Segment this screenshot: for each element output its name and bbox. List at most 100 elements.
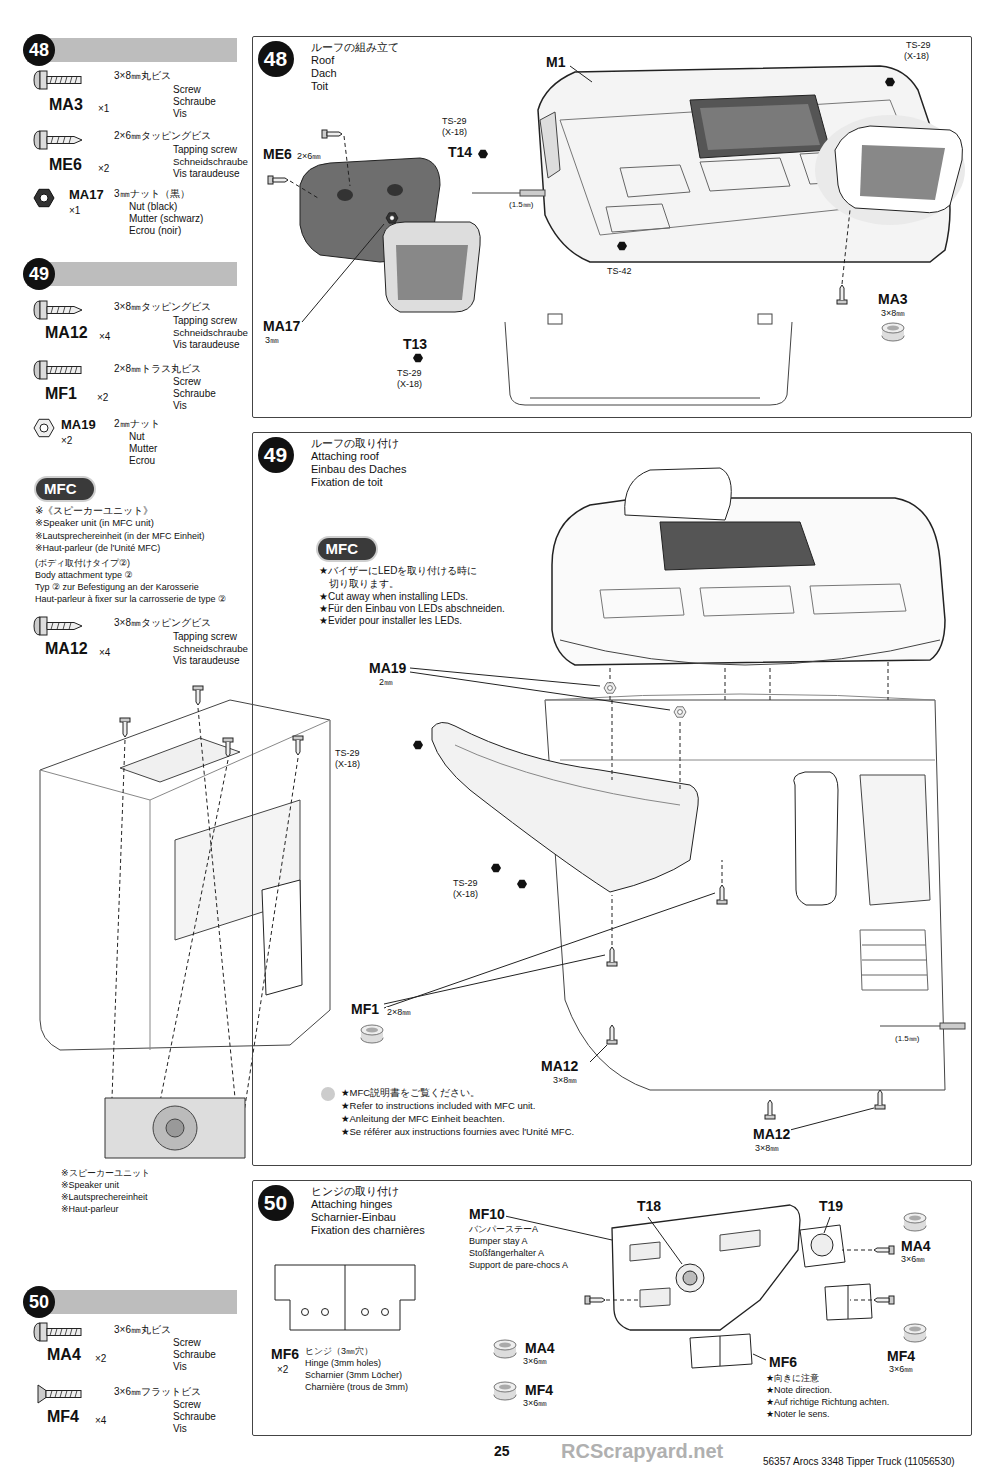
note-text: TS-29 (334, 748, 361, 758)
note-text: Nut (128, 431, 146, 443)
leader-line (570, 66, 592, 82)
leader-line (590, 1045, 874, 1130)
part-code: MF4 (46, 1408, 80, 1426)
parts-bin (882, 323, 904, 341)
parts-bin (904, 1213, 926, 1231)
roof-spoiler (835, 126, 963, 213)
note-text: Screw (172, 1399, 202, 1411)
part-code: T14 (447, 144, 473, 160)
note-text: 3×8㎜ (552, 1075, 578, 1085)
spoiler-grille (860, 145, 945, 200)
sticker-marker (413, 741, 423, 750)
badge-text: MFC (318, 538, 367, 560)
assembly-line (612, 860, 722, 945)
note-text: Screw (172, 1337, 202, 1349)
note-text: (1.5㎜) (508, 200, 534, 209)
note-text: ★Refer to instructions included with MFC… (340, 1101, 536, 1112)
sticker-marker (491, 864, 501, 873)
note-text: ★Cut away when installing LEDs. (318, 591, 469, 603)
note-text: TS-42 (606, 266, 633, 276)
drill-handle (520, 190, 545, 196)
roof-spoiler (625, 468, 732, 520)
note-text: ※Speaker unit (60, 1180, 120, 1190)
note-text: ※Lautsprechereinheit (60, 1192, 149, 1202)
note-text: TS-29 (396, 368, 423, 378)
heading-text: Fixation de toit (311, 476, 383, 489)
sticker-marker (413, 354, 423, 363)
note-text: ×1 (97, 103, 110, 115)
highlight (815, 115, 965, 225)
note-text: Screw (172, 84, 202, 96)
note-text: ×4 (98, 331, 111, 343)
leader-line (302, 224, 384, 322)
cab-outline (545, 700, 945, 1090)
note-text: ※Speaker unit (in MFC unit) (34, 518, 155, 529)
part-code: T19 (818, 1198, 844, 1214)
part-code: MA4 (524, 1340, 556, 1356)
nut-icon (34, 189, 54, 206)
screw (120, 718, 130, 737)
heading-text: ヒンジの取り付け (311, 1185, 399, 1198)
part-code: M1 (545, 54, 566, 70)
note-text: Mutter (schwarz) (128, 213, 204, 225)
note-text: 2×6㎜ (296, 151, 322, 161)
nut (604, 683, 616, 693)
parts-bin (904, 1324, 926, 1342)
part-code: T18 (636, 1198, 662, 1214)
drill-handle (940, 1023, 965, 1029)
step-number-text: 48 (258, 41, 294, 77)
visor-cover (383, 222, 480, 312)
screw (607, 1025, 617, 1044)
note-text: Tapping screw (172, 315, 238, 327)
assembly-line (290, 136, 350, 198)
screw (837, 285, 847, 304)
note-text: ★Noter le sens. (765, 1409, 831, 1419)
part-code: ME6 (48, 156, 83, 174)
part-code: MA4 (46, 1346, 82, 1364)
note-text: ×4 (98, 647, 111, 659)
heading-text: Roof (311, 54, 334, 67)
part-code: MA17 (68, 188, 105, 203)
note-text: Nut (black) (128, 201, 178, 213)
step-number-text: 50 (23, 1286, 55, 1318)
step-number: 50 (258, 1185, 294, 1221)
part-code: MA4 (900, 1238, 932, 1254)
note-text: Hinge (3mm holes) (304, 1358, 382, 1368)
note-text: 3×8㎜ (754, 1143, 780, 1153)
cab-tab (548, 314, 562, 324)
note-text: 56357 Arocs 3348 Tipper Truck (11056530) (762, 1456, 956, 1468)
note-text: ★Note direction. (765, 1385, 833, 1395)
heading-text: Einbau des Daches (311, 463, 406, 476)
parts-bin (361, 1025, 383, 1043)
part-code: MA17 (262, 318, 301, 334)
note-text: 3×6㎜ (900, 1254, 926, 1264)
note-text: Schneidschraube (172, 643, 249, 654)
note-text: ※Lautsprechereinheit (in der MFC Einheit… (34, 531, 206, 541)
nut (386, 213, 398, 223)
sunroof (660, 522, 815, 570)
step-number: 48 (258, 41, 294, 77)
bumper-stay (612, 1205, 800, 1330)
step-panel: 48ルーフの組み立てRoofDachToit (252, 36, 972, 418)
note-text: 3×8㎜ (880, 308, 906, 318)
roof-groove (600, 584, 906, 618)
note-dot (321, 1087, 335, 1101)
note-text: (ボディ取付けタイプ②) (34, 558, 131, 568)
note-text: Schraube (172, 1411, 217, 1423)
note-text: 3×6㎜ (888, 1364, 914, 1374)
screw-icon (34, 301, 82, 319)
parts-bin (494, 1382, 516, 1400)
heading-text: Fixation des charnières (311, 1224, 425, 1237)
roof-assembly-figure (268, 66, 965, 405)
roof-lip (560, 640, 940, 665)
visor-hole (337, 189, 353, 201)
note-text: ×4 (94, 1415, 107, 1427)
part-code: MF6 (270, 1346, 300, 1362)
note-text: Typ ② zur Befestigung an der Karosserie (34, 582, 200, 592)
parts-bin (494, 1340, 516, 1358)
screw (607, 947, 617, 966)
assembly-line (612, 700, 680, 790)
mirror (794, 772, 838, 905)
note-text: Vis (172, 1423, 188, 1435)
mfc-badge: MFC (318, 538, 376, 560)
